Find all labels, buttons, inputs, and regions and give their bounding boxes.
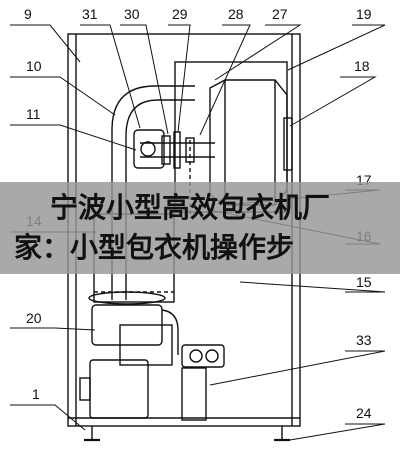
title-banner: 宁波小型高效包衣机厂 家：小型包衣机操作步 (0, 182, 400, 274)
banner-line-2: 家：小型包衣机操作步 (14, 231, 295, 264)
callout-18: 18 (354, 58, 370, 74)
gearbox (133, 129, 165, 169)
callout-33: 33 (356, 332, 372, 348)
callout-29: 29 (172, 6, 188, 22)
callout-11: 11 (26, 106, 41, 122)
callout-9: 9 (24, 6, 32, 22)
callout-27: 27 (272, 6, 288, 22)
banner-line-1: 宁波小型高效包衣机厂 (50, 191, 331, 224)
callout-10: 10 (26, 58, 42, 74)
callout-30: 30 (124, 6, 140, 22)
main-motor (89, 359, 149, 419)
callout-19: 19 (356, 6, 372, 22)
callout-20: 20 (26, 310, 42, 326)
callout-28: 28 (228, 6, 244, 22)
callout-31: 31 (82, 6, 98, 22)
callout-24: 24 (356, 405, 372, 421)
callout-1: 1 (32, 386, 40, 402)
air-duct (111, 85, 195, 300)
pump-group (181, 344, 225, 368)
callout-15: 15 (356, 274, 372, 290)
tank (181, 367, 207, 421)
